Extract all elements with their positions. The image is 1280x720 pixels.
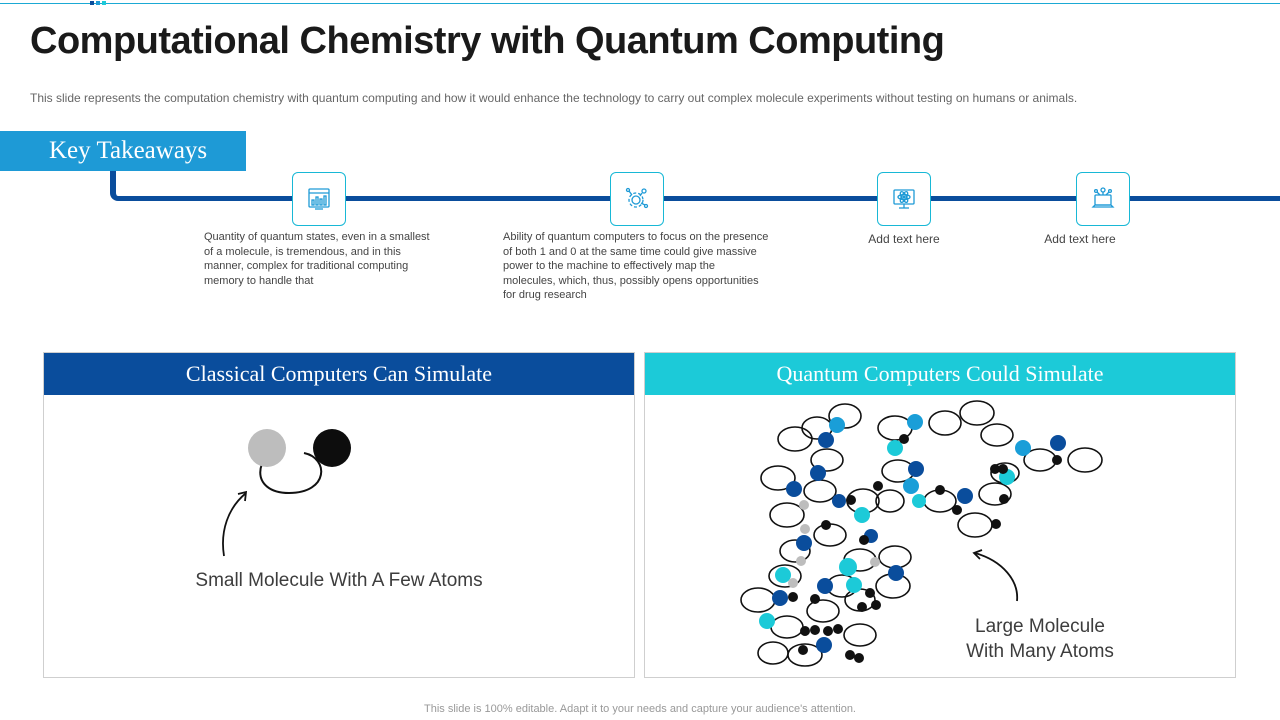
grey-atom — [248, 429, 286, 467]
takeaway-3-icon-box — [877, 172, 931, 226]
takeaway-1-icon-box — [292, 172, 346, 226]
takeaway-2-text: Ability of quantum computers to focus on… — [503, 231, 769, 301]
quantum-panel-title: Quantum Computers Could Simulate — [645, 353, 1235, 395]
takeaway-1-text: Quantity of quantum states, even in a sm… — [204, 231, 430, 287]
server-chart-icon — [308, 188, 330, 210]
large-molecule-arrowhead — [972, 549, 983, 560]
takeaway-4-icon-box — [1076, 172, 1130, 226]
classical-panel: Classical Computers Can Simulate Small M… — [43, 352, 635, 678]
gear-network-icon — [625, 187, 649, 209]
large-molecule-arrow — [974, 552, 1018, 602]
takeaway-3-text: Add text here — [868, 232, 940, 246]
atom-dots — [759, 414, 1066, 663]
top-accent-line — [0, 3, 1280, 4]
quantum-panel: Quantum Computers Could Simulate — [644, 352, 1236, 678]
small-molecule-arrow — [222, 492, 247, 557]
takeaway-4-text: Add text here — [1044, 232, 1116, 246]
page-subtitle: This slide represents the computation ch… — [30, 91, 1078, 105]
quantum-caption-line2: With Many Atoms — [966, 641, 1114, 662]
key-takeaways-label: Key Takeaways — [0, 131, 246, 171]
footer-note: This slide is 100% editable. Adapt it to… — [424, 703, 856, 715]
small-molecule-illustration — [222, 429, 351, 557]
small-molecule-arrowhead — [237, 490, 248, 502]
takeaway-2-icon-box — [610, 172, 664, 226]
laptop-network-icon — [1091, 187, 1115, 208]
large-molecule-illustration — [740, 400, 1103, 667]
page-title: Computational Chemistry with Quantum Com… — [30, 20, 945, 62]
classical-panel-title: Classical Computers Can Simulate — [44, 353, 634, 395]
black-atom — [313, 429, 351, 467]
quantum-caption-line1: Large Molecule — [975, 616, 1105, 637]
atom-monitor-icon — [893, 189, 915, 209]
takeaways-timeline — [110, 171, 1280, 201]
classical-caption: Small Molecule With A Few Atoms — [195, 570, 483, 591]
top-accent-dots — [90, 1, 110, 5]
